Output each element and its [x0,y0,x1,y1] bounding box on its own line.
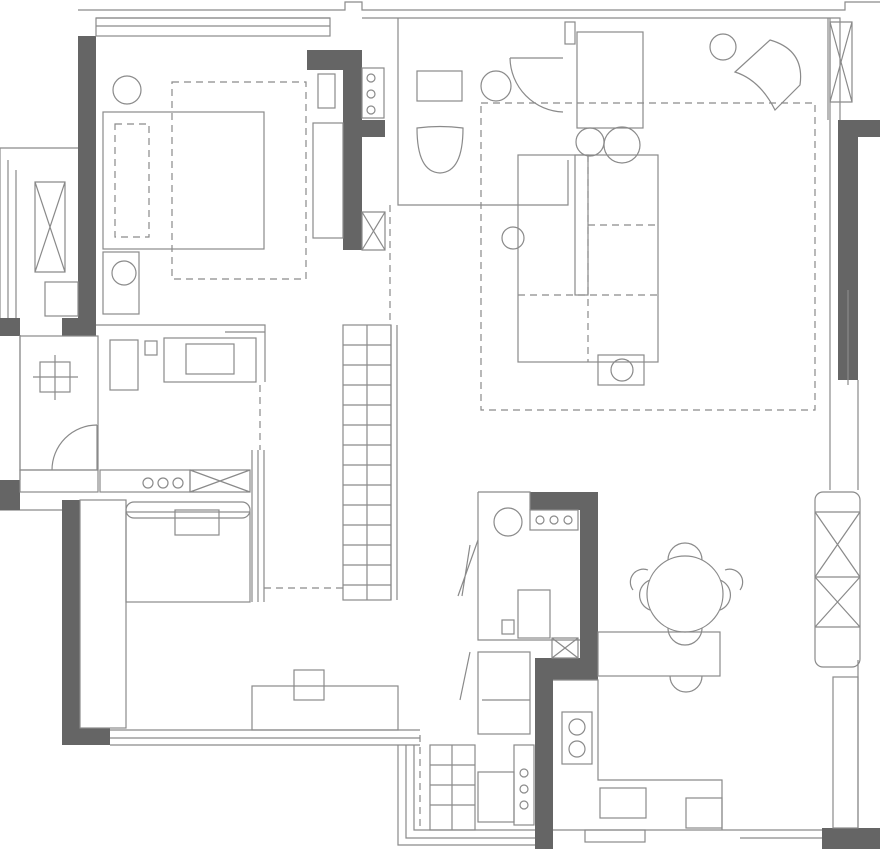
window-icon [34,181,66,273]
chair-icon [416,125,464,174]
door-icon [51,424,98,471]
desk-icon [251,685,399,731]
second-bedroom [79,205,399,731]
sink-icon [493,507,523,537]
cabinet [576,31,644,129]
living-room [480,21,853,411]
stove-icon [561,711,593,765]
sink-icon [599,787,647,819]
study [361,18,644,251]
balcony [419,735,535,831]
counter [597,631,721,677]
door-icon [457,539,479,597]
guest-bathroom [457,491,580,735]
bed-icon [125,511,251,603]
door-icon [509,57,564,113]
washer-icon [477,771,515,823]
walls [0,36,880,849]
sink-icon [163,337,257,383]
toilet-icon [517,589,551,639]
stool-icon [480,70,512,102]
shelf-unit [342,324,398,601]
master-bedroom [34,17,344,317]
lamp-icon [111,260,137,286]
rug [480,102,816,411]
window-icon [95,17,331,37]
dining-table-icon [646,555,724,633]
lamp-icon [112,75,142,105]
stove-icon [99,469,191,493]
pillow [114,123,150,238]
wardrobe-icon [832,676,859,829]
kitchen [553,679,723,843]
toilet-icon [109,339,139,391]
dining [597,491,861,829]
rug [171,81,307,280]
wardrobe-icon [79,499,127,729]
lamp-icon [597,354,645,386]
bed-icon [102,111,265,250]
plant-icon [709,33,737,61]
armchair-icon [733,39,802,112]
dresser [312,122,344,239]
bathroom [19,324,266,493]
desk-icon [416,70,463,102]
